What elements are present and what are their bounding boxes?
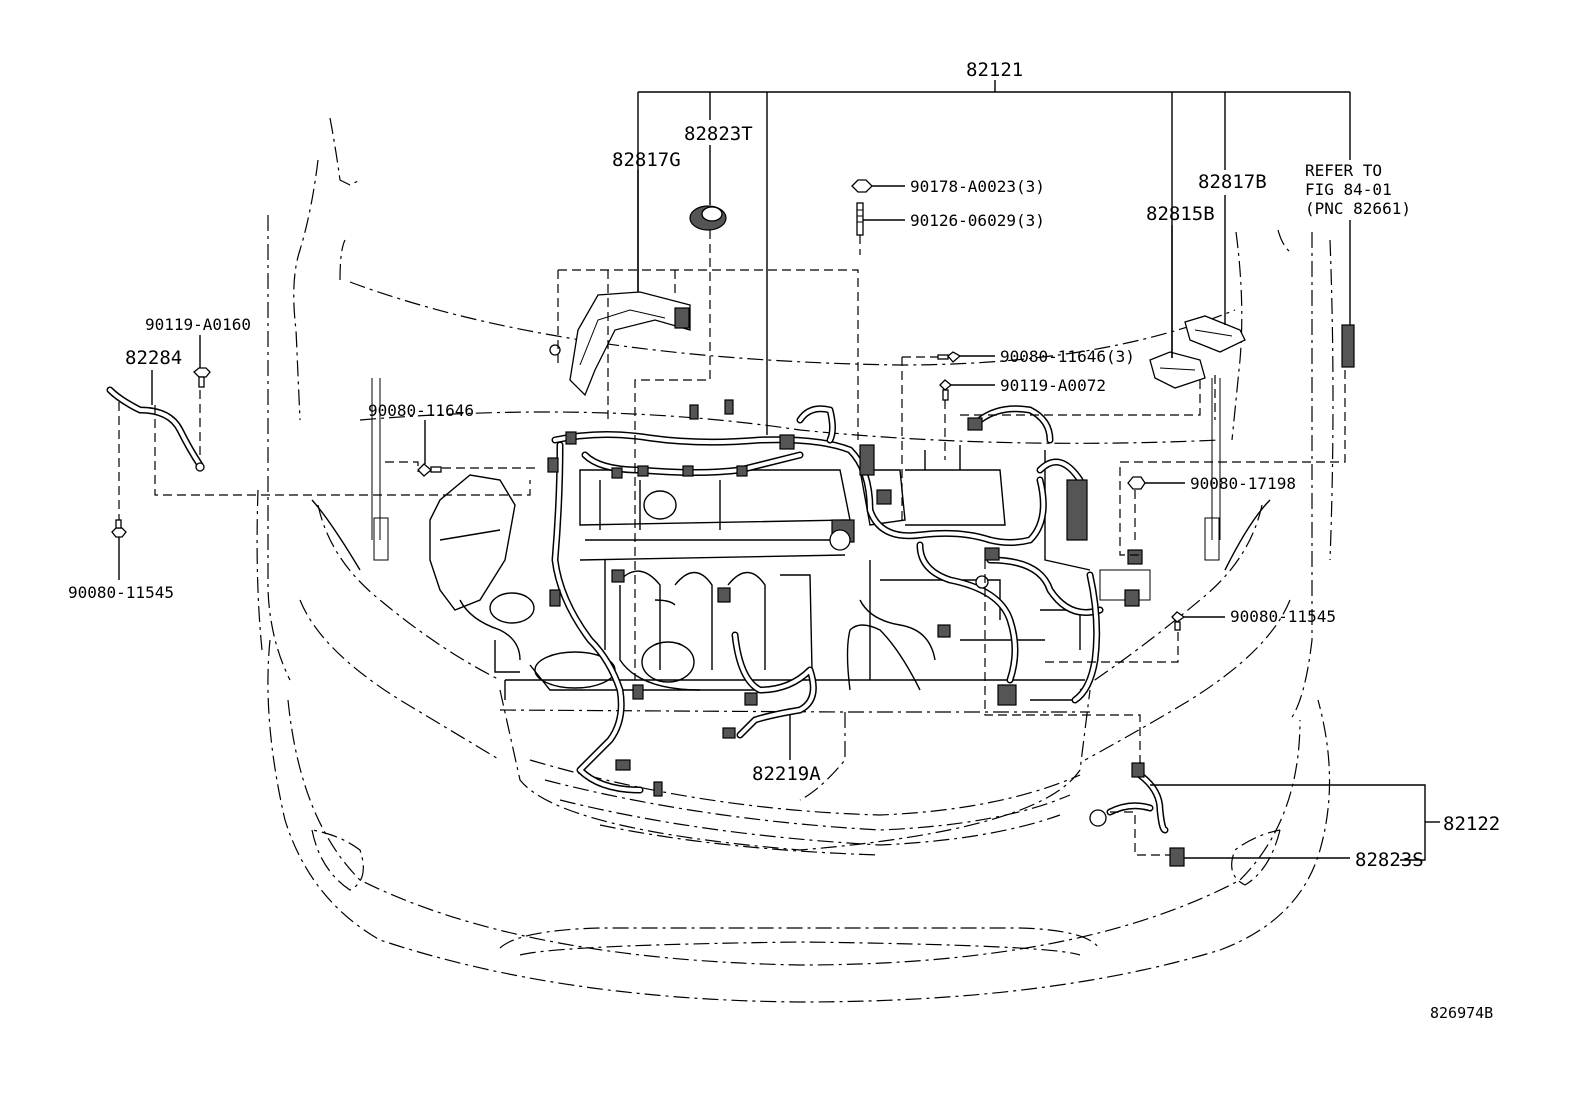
label-refer-fig: FIG 84-01 (1305, 180, 1392, 199)
label-90080-11646-3: 90080-11646(3) (1000, 347, 1135, 366)
label-82817g: 82817G (612, 149, 681, 171)
main-wire-harness (551, 405, 1104, 794)
leader-lines (118, 80, 1440, 861)
bolt-90080-11545-left (111, 519, 127, 538)
label-refer-to: REFER TO (1305, 161, 1382, 180)
part-82661-connector (1341, 324, 1355, 368)
label-refer-pnc: (PNC 82661) (1305, 199, 1411, 218)
part-82823s-grommet (1169, 847, 1185, 867)
bolt-90080-11646-left (417, 463, 442, 477)
assembly-dash-lines (118, 230, 1346, 856)
label-90080-17198: 90080-17198 (1190, 474, 1296, 493)
label-90080-11646-left: 90080-11646 (368, 401, 474, 420)
bolt-90119-a0160 (193, 367, 211, 388)
vehicle-outline (256, 117, 1334, 1003)
label-82121: 82121 (966, 59, 1023, 81)
label-82823t: 82823T (684, 123, 753, 145)
label-90119-a0160: 90119-A0160 (145, 315, 251, 334)
part-82815b-bracket (1149, 351, 1206, 389)
harness-connectors (547, 399, 1143, 797)
nut-90178 (851, 179, 873, 193)
bolt-90080-17198 (1127, 476, 1146, 490)
label-82815b: 82815B (1146, 203, 1215, 225)
label-90080-11545-right: 90080-11545 (1230, 607, 1336, 626)
label-90080-11545-left: 90080-11545 (68, 583, 174, 602)
sub-harness-82219a (722, 631, 817, 739)
label-82284: 82284 (125, 347, 182, 369)
part-82122-harness (1089, 762, 1169, 834)
label-82219a: 82219A (752, 763, 821, 785)
part-labels: 82121 82823T 82817G 90178-A0023(3) 90126… (68, 59, 1500, 1022)
stud-90126 (856, 202, 864, 236)
label-90178-a0023: 90178-A0023(3) (910, 177, 1045, 196)
part-82817g-bracket (549, 291, 691, 397)
label-90126-06029: 90126-06029(3) (910, 211, 1045, 230)
figure-code: 826974B (1430, 1004, 1493, 1022)
bolt-90080-11646-center (937, 351, 962, 363)
label-82122: 82122 (1443, 813, 1500, 835)
label-82823s: 82823S (1355, 849, 1424, 871)
bolt-90119-a0072 (939, 379, 953, 401)
part-82284-ground-wire (106, 386, 205, 472)
part-82817b-bracket (1184, 315, 1246, 353)
part-82823t-grommet (689, 205, 727, 231)
label-90119-a0072: 90119-A0072 (1000, 376, 1106, 395)
label-82817b: 82817B (1198, 171, 1267, 193)
